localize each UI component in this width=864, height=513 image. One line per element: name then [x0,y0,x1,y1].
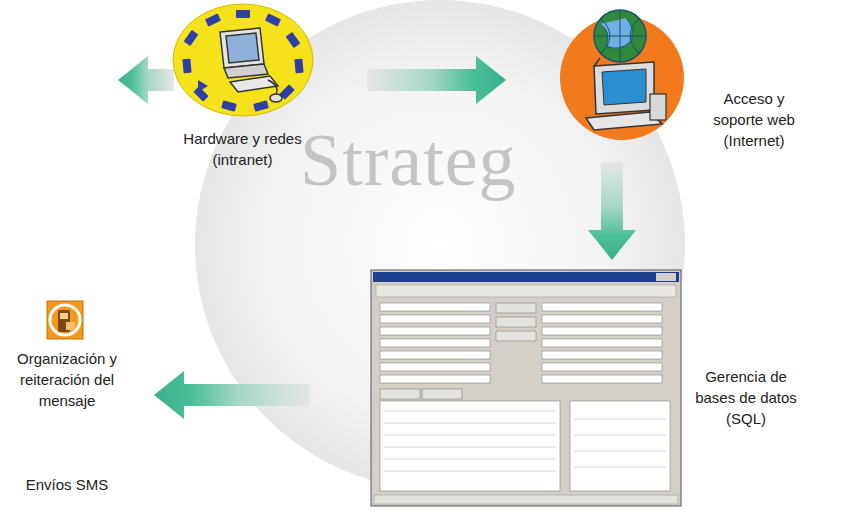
node-caption: Organización y reiteración del mensaje [2,348,132,411]
flow-arrow [588,162,636,260]
diagram-node: Acceso y soporte web (Internet) [548,2,810,154]
sms-phone-icon [46,300,84,340]
diagram-node: Organización y reiteración del mensajeEn… [2,296,132,506]
computer-network-icon [168,2,318,122]
node-caption: Envíos SMS [2,474,132,495]
node-caption: Gerencia de bases de datos (SQL) [686,366,806,429]
diagram-node: Gerencia de bases de datos (SQL) [368,268,808,508]
flow-arrow [118,56,174,104]
flow-arrow [154,371,310,419]
internet-globe-icon [550,2,690,142]
diagram-node: Hardware y redes (intranet) [160,2,325,184]
flow-arrow [367,56,506,104]
node-caption: Acceso y soporte web (Internet) [700,88,808,151]
node-caption: Hardware y redes (intranet) [160,128,325,170]
database-screenshot [370,269,682,507]
watermark-text: Strateg [300,118,517,203]
